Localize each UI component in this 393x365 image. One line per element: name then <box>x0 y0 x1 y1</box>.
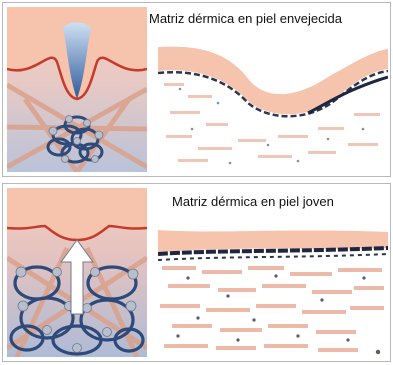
young-skin-panel: Matriz dérmica en piel joven <box>2 183 391 362</box>
aged-skin-panel: Matriz dérmica en piel envejecida <box>2 2 391 177</box>
aged-dermis-schematic <box>7 7 147 172</box>
young-dermis-schematic <box>7 188 147 357</box>
aged-skin-histology <box>158 43 388 171</box>
aged-skin-caption: Matriz dérmica en piel envejecida <box>149 11 342 26</box>
young-skin-caption: Matriz dérmica en piel joven <box>172 194 334 209</box>
young-skin-histology <box>158 228 388 358</box>
